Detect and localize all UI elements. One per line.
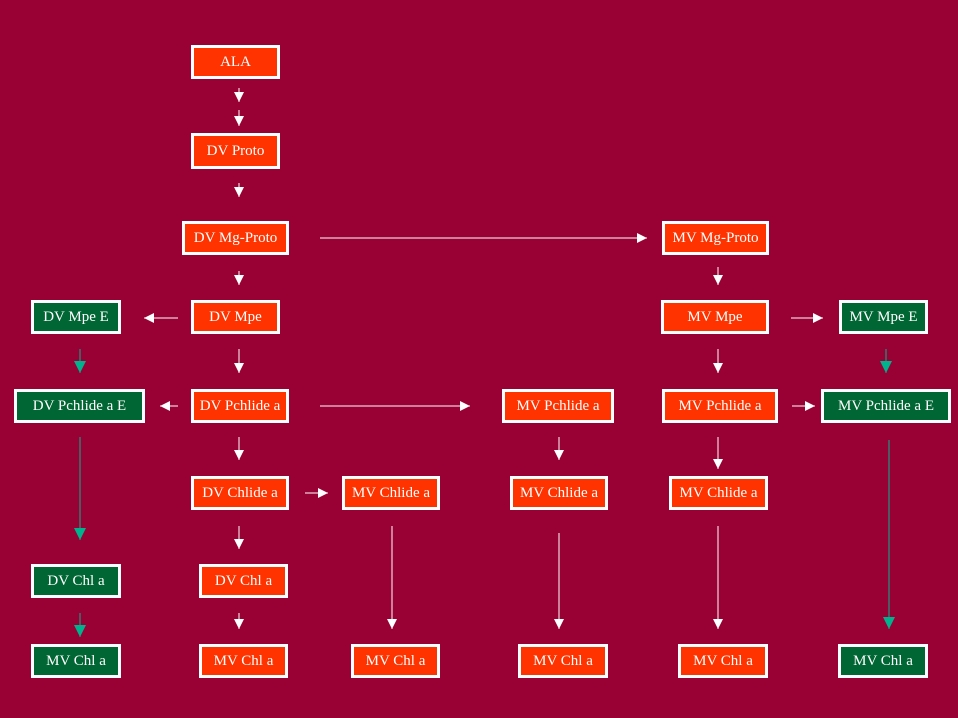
node-label: MV Chlide a <box>519 484 599 501</box>
node-mv-chl-a-6: MV Chl a <box>838 644 928 678</box>
node-label: MV Chl a <box>853 652 913 669</box>
node-label: DV Pchlide a <box>199 397 281 414</box>
node-label: MV Pchlide a <box>678 397 762 414</box>
node-mv-chlide-a-3: MV Chlide a <box>669 476 768 510</box>
node-dv-mpe: DV Mpe <box>191 300 280 334</box>
node-label: MV Mg-Proto <box>672 229 759 246</box>
node-label: MV Pchlide a E <box>838 397 934 414</box>
node-dv-pchlide-a: DV Pchlide a <box>191 389 289 423</box>
node-label: DV Mg-Proto <box>193 229 278 246</box>
node-mv-chlide-a-1: MV Chlide a <box>342 476 440 510</box>
node-mv-chl-a-2: MV Chl a <box>199 644 288 678</box>
node-mv-pchlide-a-2: MV Pchlide a <box>662 389 778 423</box>
node-ala: ALA <box>191 45 280 79</box>
node-label: MV Chl a <box>213 652 274 669</box>
node-label: MV Mpe E <box>849 308 918 325</box>
node-dv-chl-a-green: DV Chl a <box>31 564 121 598</box>
node-mv-chl-a-4: MV Chl a <box>518 644 608 678</box>
node-dv-proto: DV Proto <box>191 133 280 169</box>
node-mv-mpe-e: MV Mpe E <box>839 300 928 334</box>
node-label: DV Mpe <box>209 308 262 325</box>
node-label: MV Chl a <box>46 652 106 669</box>
node-label: DV Pchlide a E <box>32 397 127 414</box>
node-label: DV Chl a <box>214 572 273 589</box>
node-label: MV Mpe <box>687 308 743 325</box>
node-mv-chl-a-1: MV Chl a <box>31 644 121 678</box>
node-dv-mg-proto: DV Mg-Proto <box>182 221 289 255</box>
node-mv-chlide-a-2: MV Chlide a <box>510 476 608 510</box>
node-label: MV Chl a <box>365 652 426 669</box>
node-label: MV Pchlide a <box>516 397 600 414</box>
node-label: DV Chl a <box>47 572 105 589</box>
node-dv-chl-a: DV Chl a <box>199 564 288 598</box>
node-dv-pchlide-a-e: DV Pchlide a E <box>14 389 145 423</box>
node-label: MV Chlide a <box>679 484 758 501</box>
node-mv-chl-a-3: MV Chl a <box>351 644 440 678</box>
node-mv-mpe: MV Mpe <box>661 300 769 334</box>
node-label: DV Proto <box>206 142 265 159</box>
node-mv-chl-a-5: MV Chl a <box>678 644 768 678</box>
node-label: MV Chlide a <box>351 484 431 501</box>
node-mv-mg-proto: MV Mg-Proto <box>662 221 769 255</box>
node-label: ALA <box>220 53 251 70</box>
node-label: MV Chl a <box>533 652 593 669</box>
node-dv-mpe-e: DV Mpe E <box>31 300 121 334</box>
node-mv-pchlide-a-1: MV Pchlide a <box>502 389 614 423</box>
node-label: DV Mpe E <box>43 308 109 325</box>
node-label: DV Chlide a <box>202 484 278 501</box>
node-dv-chlide-a: DV Chlide a <box>191 476 289 510</box>
node-label: MV Chl a <box>693 652 753 669</box>
node-mv-pchlide-a-e: MV Pchlide a E <box>821 389 951 423</box>
